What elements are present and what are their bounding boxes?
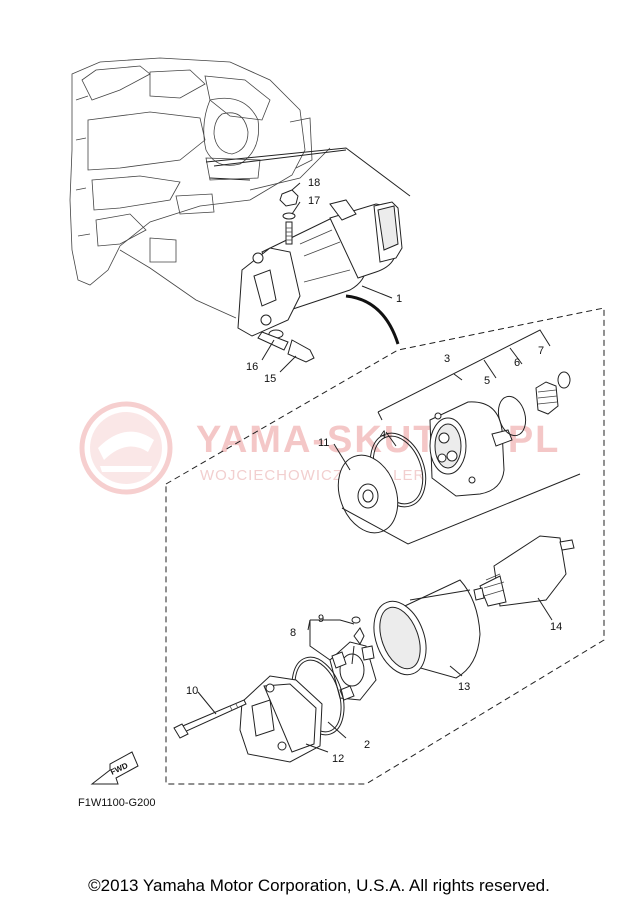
callout-16: 16 — [246, 361, 258, 373]
rear-cover — [239, 675, 323, 763]
callout-3: 3 — [444, 353, 450, 365]
callout-15: 15 — [264, 373, 276, 385]
callout-12: 12 — [332, 753, 344, 765]
callout-6: 6 — [514, 357, 520, 369]
o-ring-9 — [351, 616, 361, 624]
callout-17: 17 — [308, 195, 320, 207]
callout-11: 11 — [318, 437, 329, 449]
gear-housing — [429, 401, 513, 497]
callout-10: 10 — [186, 685, 198, 697]
cover-11 — [337, 454, 399, 534]
engine-block — [69, 57, 331, 319]
callout-1: 1 — [396, 293, 402, 305]
callout-8: 8 — [290, 627, 296, 639]
brush-holder — [329, 627, 377, 701]
diagram-code: F1W1100-G200 — [78, 797, 155, 809]
armature — [473, 535, 575, 607]
callout-9: 9 — [318, 613, 324, 625]
callout-5: 5 — [484, 375, 490, 387]
exploded-view-frame — [165, 307, 605, 785]
starter-motor-assembly — [237, 199, 403, 337]
cable — [345, 294, 400, 345]
callout-7: 7 — [538, 345, 544, 357]
callout-14: 14 — [550, 621, 562, 633]
callout-18: 18 — [308, 177, 320, 189]
callout-13: 13 — [458, 681, 470, 693]
callout-4: 4 — [380, 429, 386, 441]
pinion-gear — [535, 381, 559, 415]
clip — [557, 371, 571, 389]
through-bolt — [173, 699, 247, 739]
fwd-arrow-icon: FWD — [90, 751, 139, 785]
callout-2: 2 — [364, 739, 370, 751]
yoke-housing — [373, 579, 481, 679]
copyright-notice: ©2013 Yamaha Motor Corporation, U.S.A. A… — [88, 876, 550, 895]
watermark-logo — [79, 401, 173, 495]
bolt-washer — [257, 329, 315, 363]
o-ring-5 — [497, 395, 527, 437]
